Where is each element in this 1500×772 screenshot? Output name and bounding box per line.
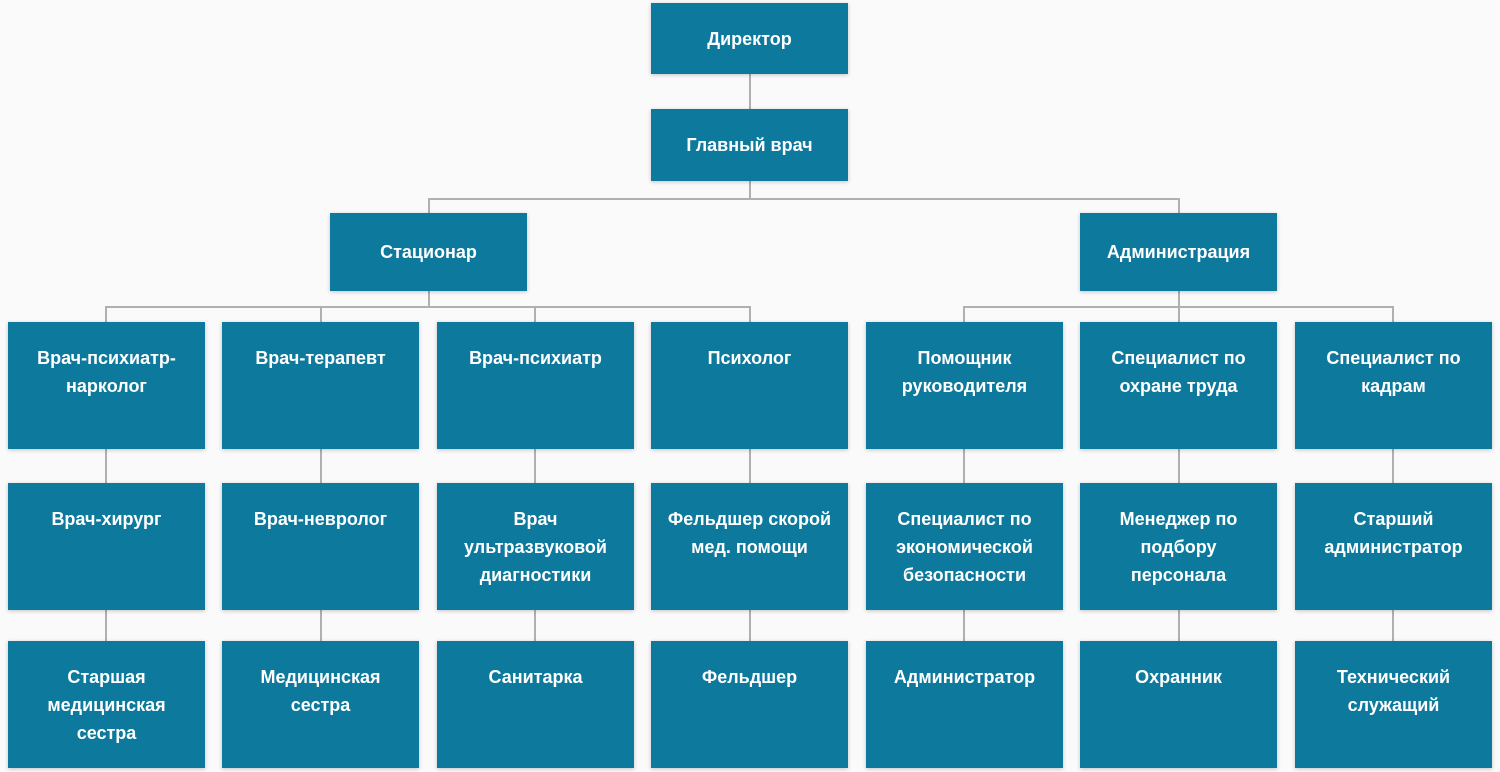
node-label: Врач ультразвуковой диагностики (464, 509, 607, 585)
node-branch-administration: Администрация (1080, 213, 1277, 291)
node-label: Врач-терапевт (255, 348, 386, 368)
node-label: Фельдшер скорой мед. помощи (667, 509, 832, 557)
connector-line (1392, 307, 1394, 322)
node-senior-administrator: Старший администратор (1295, 483, 1492, 610)
node-orderly: Санитарка (437, 641, 634, 768)
connector-line (428, 198, 1180, 200)
connector-line (963, 307, 965, 322)
node-label: Санитарка (488, 667, 583, 687)
connector-line (1392, 449, 1394, 483)
node-label: Главный врач (686, 135, 813, 155)
node-psychiatrist: Врач-психиатр (437, 322, 634, 449)
node-label: Медицинская сестра (260, 667, 381, 715)
connector-line (749, 307, 751, 322)
node-neurologist: Врач-невролог (222, 483, 419, 610)
node-ultrasound-doctor: Врач ультразвуковой диагностики (437, 483, 634, 610)
node-hr-specialist: Специалист по кадрам (1295, 322, 1492, 449)
connector-line (320, 449, 322, 483)
connector-line (749, 449, 751, 483)
connector-line (749, 74, 751, 109)
node-labor-safety-specialist: Специалист по охране труда (1080, 322, 1277, 449)
node-nurse: Медицинская сестра (222, 641, 419, 768)
node-ems-paramedic: Фельдшер скорой мед. помощи (651, 483, 848, 610)
node-label: Менеджер по подбору персонала (1119, 509, 1238, 585)
node-label: Врач-невролог (253, 509, 388, 529)
node-label: Специалист по охране труда (1111, 348, 1246, 396)
connector-line (105, 307, 107, 322)
connector-line (534, 610, 536, 641)
node-label: Администрация (1106, 242, 1251, 262)
connector-line (1178, 610, 1180, 641)
connector-line (963, 449, 965, 483)
node-psychologist: Психолог (651, 322, 848, 449)
connector-line (105, 449, 107, 483)
connector-line (320, 307, 322, 322)
connector-line (1178, 198, 1180, 213)
node-label: Стационар (380, 242, 477, 262)
node-label: Администратор (893, 667, 1036, 687)
connector-line (320, 610, 322, 641)
node-label: Технический служащий (1336, 667, 1451, 715)
connector-line (428, 291, 430, 307)
node-label: Охранник (1135, 667, 1222, 687)
node-technical-worker: Технический служащий (1295, 641, 1492, 768)
connector-line (963, 610, 965, 641)
node-chief-physician: Главный врач (651, 109, 848, 181)
node-label: Старшая медицинская сестра (47, 667, 166, 743)
node-label: Врач-психиатр- нарколог (37, 348, 176, 396)
connector-line (1178, 307, 1180, 322)
connector-line (534, 449, 536, 483)
node-economic-security-specialist: Специалист по экономической безопасности (866, 483, 1063, 610)
node-recruiting-manager: Менеджер по подбору персонала (1080, 483, 1277, 610)
node-label: Старший администратор (1324, 509, 1463, 557)
connector-line (105, 306, 751, 308)
connector-line (428, 198, 430, 213)
node-surgeon: Врач-хирург (8, 483, 205, 610)
connector-line (1178, 449, 1180, 483)
node-director-assistant: Помощник руководителя (866, 322, 1063, 449)
node-label: Врач-хирург (51, 509, 162, 529)
node-label: Специалист по экономической безопасности (896, 509, 1033, 585)
node-security-guard: Охранник (1080, 641, 1277, 768)
node-label: Психолог (707, 348, 792, 368)
node-administrator: Администратор (866, 641, 1063, 768)
connector-line (749, 181, 751, 199)
node-label: Специалист по кадрам (1326, 348, 1461, 396)
node-therapist: Врач-терапевт (222, 322, 419, 449)
connector-line (1392, 610, 1394, 641)
node-paramedic: Фельдшер (651, 641, 848, 768)
connector-line (534, 307, 536, 322)
connector-line (105, 610, 107, 641)
node-label: Врач-психиатр (469, 348, 602, 368)
node-director: Директор (651, 3, 848, 74)
connector-line (1178, 291, 1180, 307)
node-psychiatrist-narcologist: Врач-психиатр- нарколог (8, 322, 205, 449)
node-label: Помощник руководителя (901, 348, 1028, 396)
node-label: Фельдшер (701, 667, 798, 687)
node-head-nurse: Старшая медицинская сестра (8, 641, 205, 768)
node-label: Директор (707, 28, 792, 49)
node-branch-inpatient: Стационар (330, 213, 527, 291)
connector-line (749, 610, 751, 641)
